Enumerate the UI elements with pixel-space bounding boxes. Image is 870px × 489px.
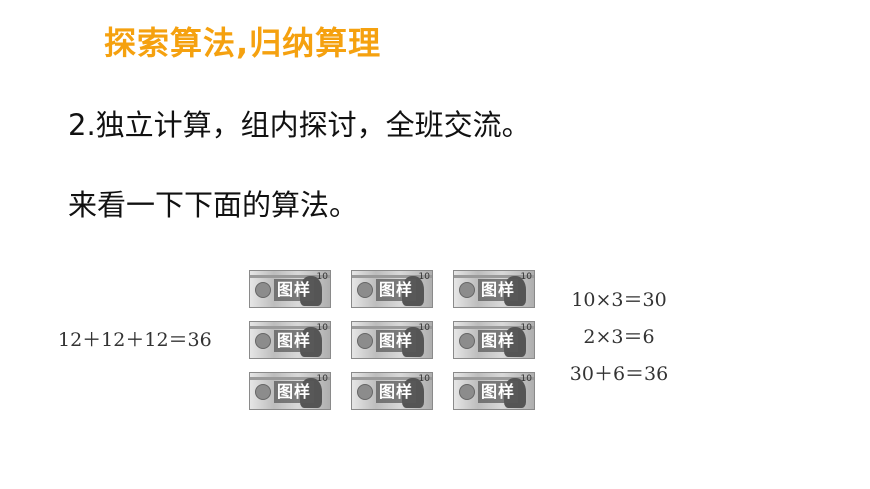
banknote-denomination: 10 <box>418 374 430 384</box>
calculation-step: 10×3＝30 <box>571 289 667 311</box>
sample-stamp: 图样 <box>376 279 416 301</box>
emblem-icon <box>459 333 475 349</box>
banknote-denomination: 10 <box>418 323 430 333</box>
addition-equation: 12＋12＋12＝36 <box>58 329 212 351</box>
sample-stamp: 图样 <box>478 381 518 403</box>
banknote-denomination: 10 <box>316 272 328 282</box>
emblem-icon <box>357 384 373 400</box>
sample-stamp: 图样 <box>478 279 518 301</box>
emblem-icon <box>255 282 271 298</box>
emblem-icon <box>255 384 271 400</box>
calculation-steps: 10×3＝30 2×3＝6 30＋6＝36 <box>548 287 690 387</box>
banknote-denomination: 10 <box>418 272 430 282</box>
sample-stamp: 图样 <box>274 330 314 352</box>
sample-stamp: 图样 <box>478 330 518 352</box>
banknote-denomination: 10 <box>316 374 328 384</box>
prompt-line: 来看一下下面的算法。 <box>68 188 359 222</box>
instruction-line: 2.独立计算，组内探讨，全班交流。 <box>68 108 531 142</box>
emblem-icon <box>357 333 373 349</box>
sample-stamp: 图样 <box>376 330 416 352</box>
slide-title: 探索算法,归纳算理 <box>104 24 382 62</box>
sample-stamp: 图样 <box>376 381 416 403</box>
calculation-step: 30＋6＝36 <box>569 363 669 385</box>
calculation-step: 2×3＝6 <box>583 326 655 348</box>
emblem-icon <box>357 282 373 298</box>
emblem-icon <box>459 384 475 400</box>
banknote-denomination: 10 <box>520 272 532 282</box>
sample-stamp: 图样 <box>274 381 314 403</box>
banknote-denomination: 10 <box>520 323 532 333</box>
banknote-denomination: 10 <box>520 374 532 384</box>
emblem-icon <box>459 282 475 298</box>
banknote-denomination: 10 <box>316 323 328 333</box>
sample-stamp: 图样 <box>274 279 314 301</box>
emblem-icon <box>255 333 271 349</box>
